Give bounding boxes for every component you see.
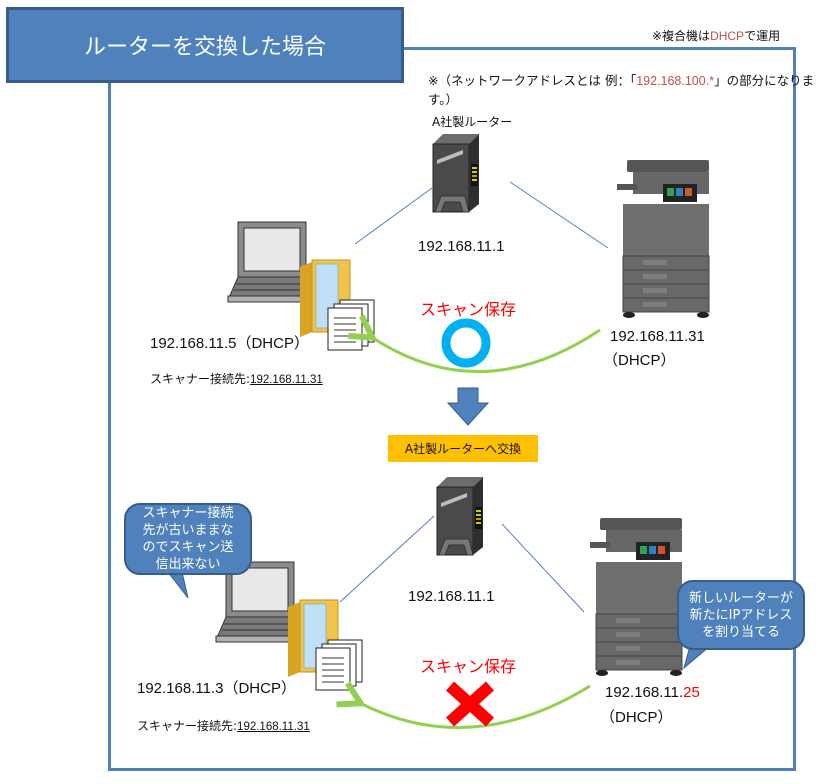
scan-arrow (358, 686, 591, 729)
router-ip: 192.168.11.1 (418, 238, 505, 255)
network-example: 192.168.100.* (636, 74, 715, 88)
router-ip: 192.168.11.1 (408, 588, 495, 605)
pc-ip: 192.168.11.5（DHCP） (150, 335, 309, 352)
mfp-mode: （DHCP） (603, 352, 676, 369)
router-icon (432, 133, 480, 213)
mfp-ip-changed-octet: 25 (683, 684, 700, 701)
mfp-ip: 192.168.11.25 (605, 684, 700, 701)
pc-ip: 192.168.11.3（DHCP） (137, 680, 296, 697)
link-line (339, 515, 435, 603)
diagram-title: ルーターを交換した場合 (6, 7, 404, 83)
bubble-line: 先が古いままな (142, 523, 234, 538)
bubble-line: 信出来ない (155, 557, 221, 572)
diagram-frame (108, 47, 796, 771)
router-icon (436, 476, 484, 556)
success-ring-icon (441, 318, 491, 368)
link-line (501, 523, 585, 613)
link-line (509, 181, 609, 249)
note-text: で運用 (744, 29, 781, 43)
mfp-icon (589, 517, 683, 677)
pc-icon (215, 561, 363, 691)
pc-scanner-destination: スキャナー接続先:192.168.11.31 (150, 370, 323, 387)
pc-speech-bubble: スキャナー接続 先が古いままな のでスキャン送 信出来ない (124, 503, 252, 575)
scan-arrow (370, 330, 601, 374)
mfp-icon (616, 159, 710, 319)
bubble-line: スキャナー接続 (142, 506, 234, 521)
link-line (354, 187, 433, 245)
scan-save-label: スキャン保存 (420, 657, 517, 676)
failure-x-icon (445, 681, 495, 727)
bubble-tail (166, 571, 189, 599)
mfp-ip-prefix: 192.168.11. (605, 684, 684, 701)
down-arrow-icon (446, 387, 490, 426)
scanner-dest-label: スキャナー接続先: (150, 372, 251, 386)
note-dhcp: DHCP (710, 29, 745, 43)
scan-save-label: スキャン保存 (420, 300, 517, 319)
scanner-dest-value: 192.168.11.31 (237, 721, 310, 733)
note-text: 」の部分になります。） (428, 73, 815, 107)
mfp-speech-bubble: 新しいルーターが 新たにIPアドレス を割り当てる (677, 580, 805, 650)
router-label: A社製ルーター (432, 115, 513, 129)
router-replace-label: A社製ルーターへ交換 (388, 435, 538, 462)
pc-icon (227, 221, 375, 351)
scanner-dest-value: 192.168.11.31 (250, 374, 323, 386)
bubble-line: を割り当てる (701, 624, 780, 640)
scanner-dest-label: スキャナー接続先: (137, 719, 238, 733)
network-address-note: ※（ネットワークアドレスとは 例：「192.168.100.*」の部分になります… (428, 70, 825, 108)
note-text: ※複合機は (652, 29, 711, 43)
mfp-ip: 192.168.11.31 (610, 328, 705, 345)
pc-scanner-destination: スキャナー接続先:192.168.11.31 (137, 717, 310, 734)
bubble-line: 新しいルーターが (688, 590, 793, 606)
note-text: ※（ネットワークアドレスとは 例：「 (428, 73, 637, 88)
mfp-mode: （DHCP） (600, 709, 673, 726)
mfp-mode-note: ※複合機はDHCPで運用 (652, 27, 780, 44)
bubble-line: のでスキャン送 (142, 540, 234, 555)
bubble-line: 新たにIPアドレス (689, 607, 793, 623)
